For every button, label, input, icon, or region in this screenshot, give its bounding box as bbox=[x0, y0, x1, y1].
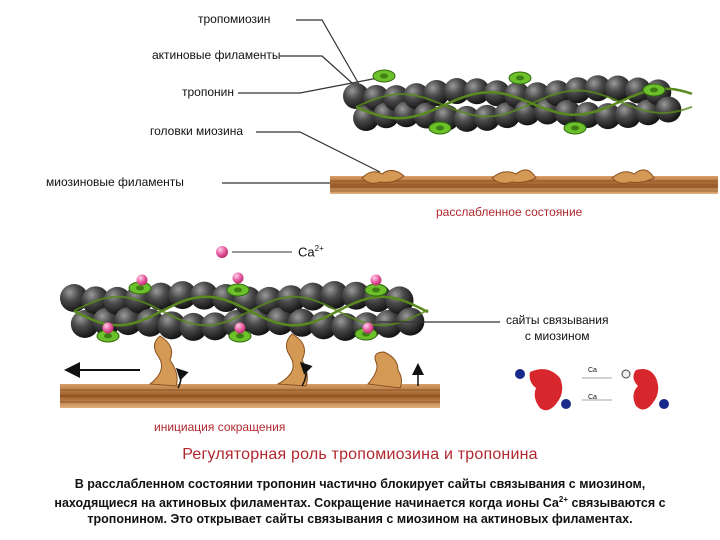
label-binding-sites: сайты связывания с миозином bbox=[506, 312, 608, 344]
actin-monomer bbox=[92, 307, 121, 336]
label-binding-sites-line1: сайты связывания bbox=[506, 313, 609, 327]
troponin-core bbox=[372, 287, 380, 293]
inset-molecule-right bbox=[621, 369, 669, 410]
actin-monomer bbox=[168, 281, 197, 310]
actin-monomer bbox=[266, 307, 295, 336]
bound-calcium bbox=[234, 322, 246, 334]
label-contraction-start: инициация сокращения bbox=[154, 420, 286, 434]
bound-calcium bbox=[362, 322, 374, 334]
actin-monomer bbox=[604, 75, 631, 102]
actin-monomer bbox=[615, 102, 642, 129]
calcium-charge: 2+ bbox=[314, 244, 324, 253]
inset-molecule-left bbox=[515, 369, 571, 411]
actin-monomer bbox=[473, 104, 500, 131]
diagram-caption: В расслабленном состоянии тропонин части… bbox=[40, 476, 680, 527]
label-tropomyosin: тропомиозин bbox=[198, 12, 271, 26]
tropomyosin-strand bbox=[355, 89, 693, 118]
actin-monomer bbox=[60, 284, 88, 312]
actin-monomer bbox=[554, 99, 581, 126]
calcium-ion bbox=[216, 246, 228, 258]
caption-part1: В расслабленном состоянии тропонин части… bbox=[54, 477, 646, 511]
actin-monomer bbox=[320, 281, 349, 310]
actin-monomer bbox=[277, 285, 305, 314]
actin-monomer bbox=[342, 281, 371, 310]
troponin-core bbox=[436, 125, 444, 131]
troponin-core bbox=[104, 333, 112, 339]
actin-monomer bbox=[70, 310, 99, 338]
bound-calcium bbox=[370, 274, 382, 286]
leader-lines bbox=[222, 19, 381, 184]
actin-filament-top bbox=[343, 69, 693, 135]
label-troponin: тропонин bbox=[182, 85, 234, 99]
actin-monomer bbox=[298, 282, 327, 311]
label-binding-sites-line2: с миозином bbox=[524, 329, 590, 343]
actin-monomer bbox=[146, 282, 175, 311]
myosin-heads-active bbox=[148, 333, 403, 389]
actin-monomer bbox=[655, 96, 682, 123]
actin-monomer bbox=[494, 102, 521, 129]
diagram-title: Регуляторная роль тропомиозина и тропони… bbox=[182, 446, 538, 463]
actin-filament-bottom bbox=[60, 272, 429, 343]
bound-calcium bbox=[102, 322, 114, 334]
troponin-core bbox=[136, 285, 144, 291]
actin-monomer bbox=[287, 308, 316, 337]
actin-monomer bbox=[331, 312, 360, 341]
actin-monomer bbox=[343, 83, 369, 109]
troponin-core bbox=[516, 75, 524, 81]
label-myosin-heads: головки миозина bbox=[150, 124, 243, 138]
actin-monomer bbox=[463, 78, 490, 105]
actin-monomer bbox=[574, 101, 601, 128]
caption-superscript: 2+ bbox=[558, 495, 569, 504]
inset-ca-top: Ca bbox=[588, 367, 597, 374]
label-calcium: Ca2+ bbox=[298, 244, 324, 259]
actin-monomer bbox=[201, 312, 230, 341]
power-stroke-arrows bbox=[175, 361, 424, 389]
actin-monomer bbox=[244, 307, 273, 336]
label-myosin-filaments: миозиновые филаменты bbox=[46, 175, 184, 189]
actin-monomer bbox=[135, 308, 164, 337]
actin-monomer bbox=[309, 311, 338, 340]
myosin-heads-relaxed bbox=[361, 169, 655, 184]
caption-part2: связываются с тропонином. Это открывает … bbox=[87, 496, 666, 527]
troponin-core bbox=[380, 73, 388, 79]
troponin-core bbox=[236, 333, 244, 339]
bound-calcium bbox=[136, 274, 148, 286]
troponin-core bbox=[571, 125, 579, 131]
tropomyosin-strand bbox=[355, 87, 693, 120]
actin-monomer bbox=[179, 312, 208, 341]
myosin-filament-bottom bbox=[60, 384, 440, 408]
actin-monomer bbox=[353, 105, 380, 131]
calcium-symbol: Ca bbox=[298, 244, 315, 260]
binding-site-inset bbox=[515, 369, 669, 411]
bound-calcium bbox=[232, 272, 244, 284]
troponin-core bbox=[650, 87, 658, 93]
label-relaxed-state: расслабленное состояние bbox=[436, 205, 583, 219]
label-actin-filaments: актиновые филаменты bbox=[152, 48, 281, 62]
actin-monomer bbox=[114, 307, 143, 336]
troponin-core bbox=[234, 287, 242, 293]
inset-ca-bottom: Ca bbox=[588, 394, 597, 401]
